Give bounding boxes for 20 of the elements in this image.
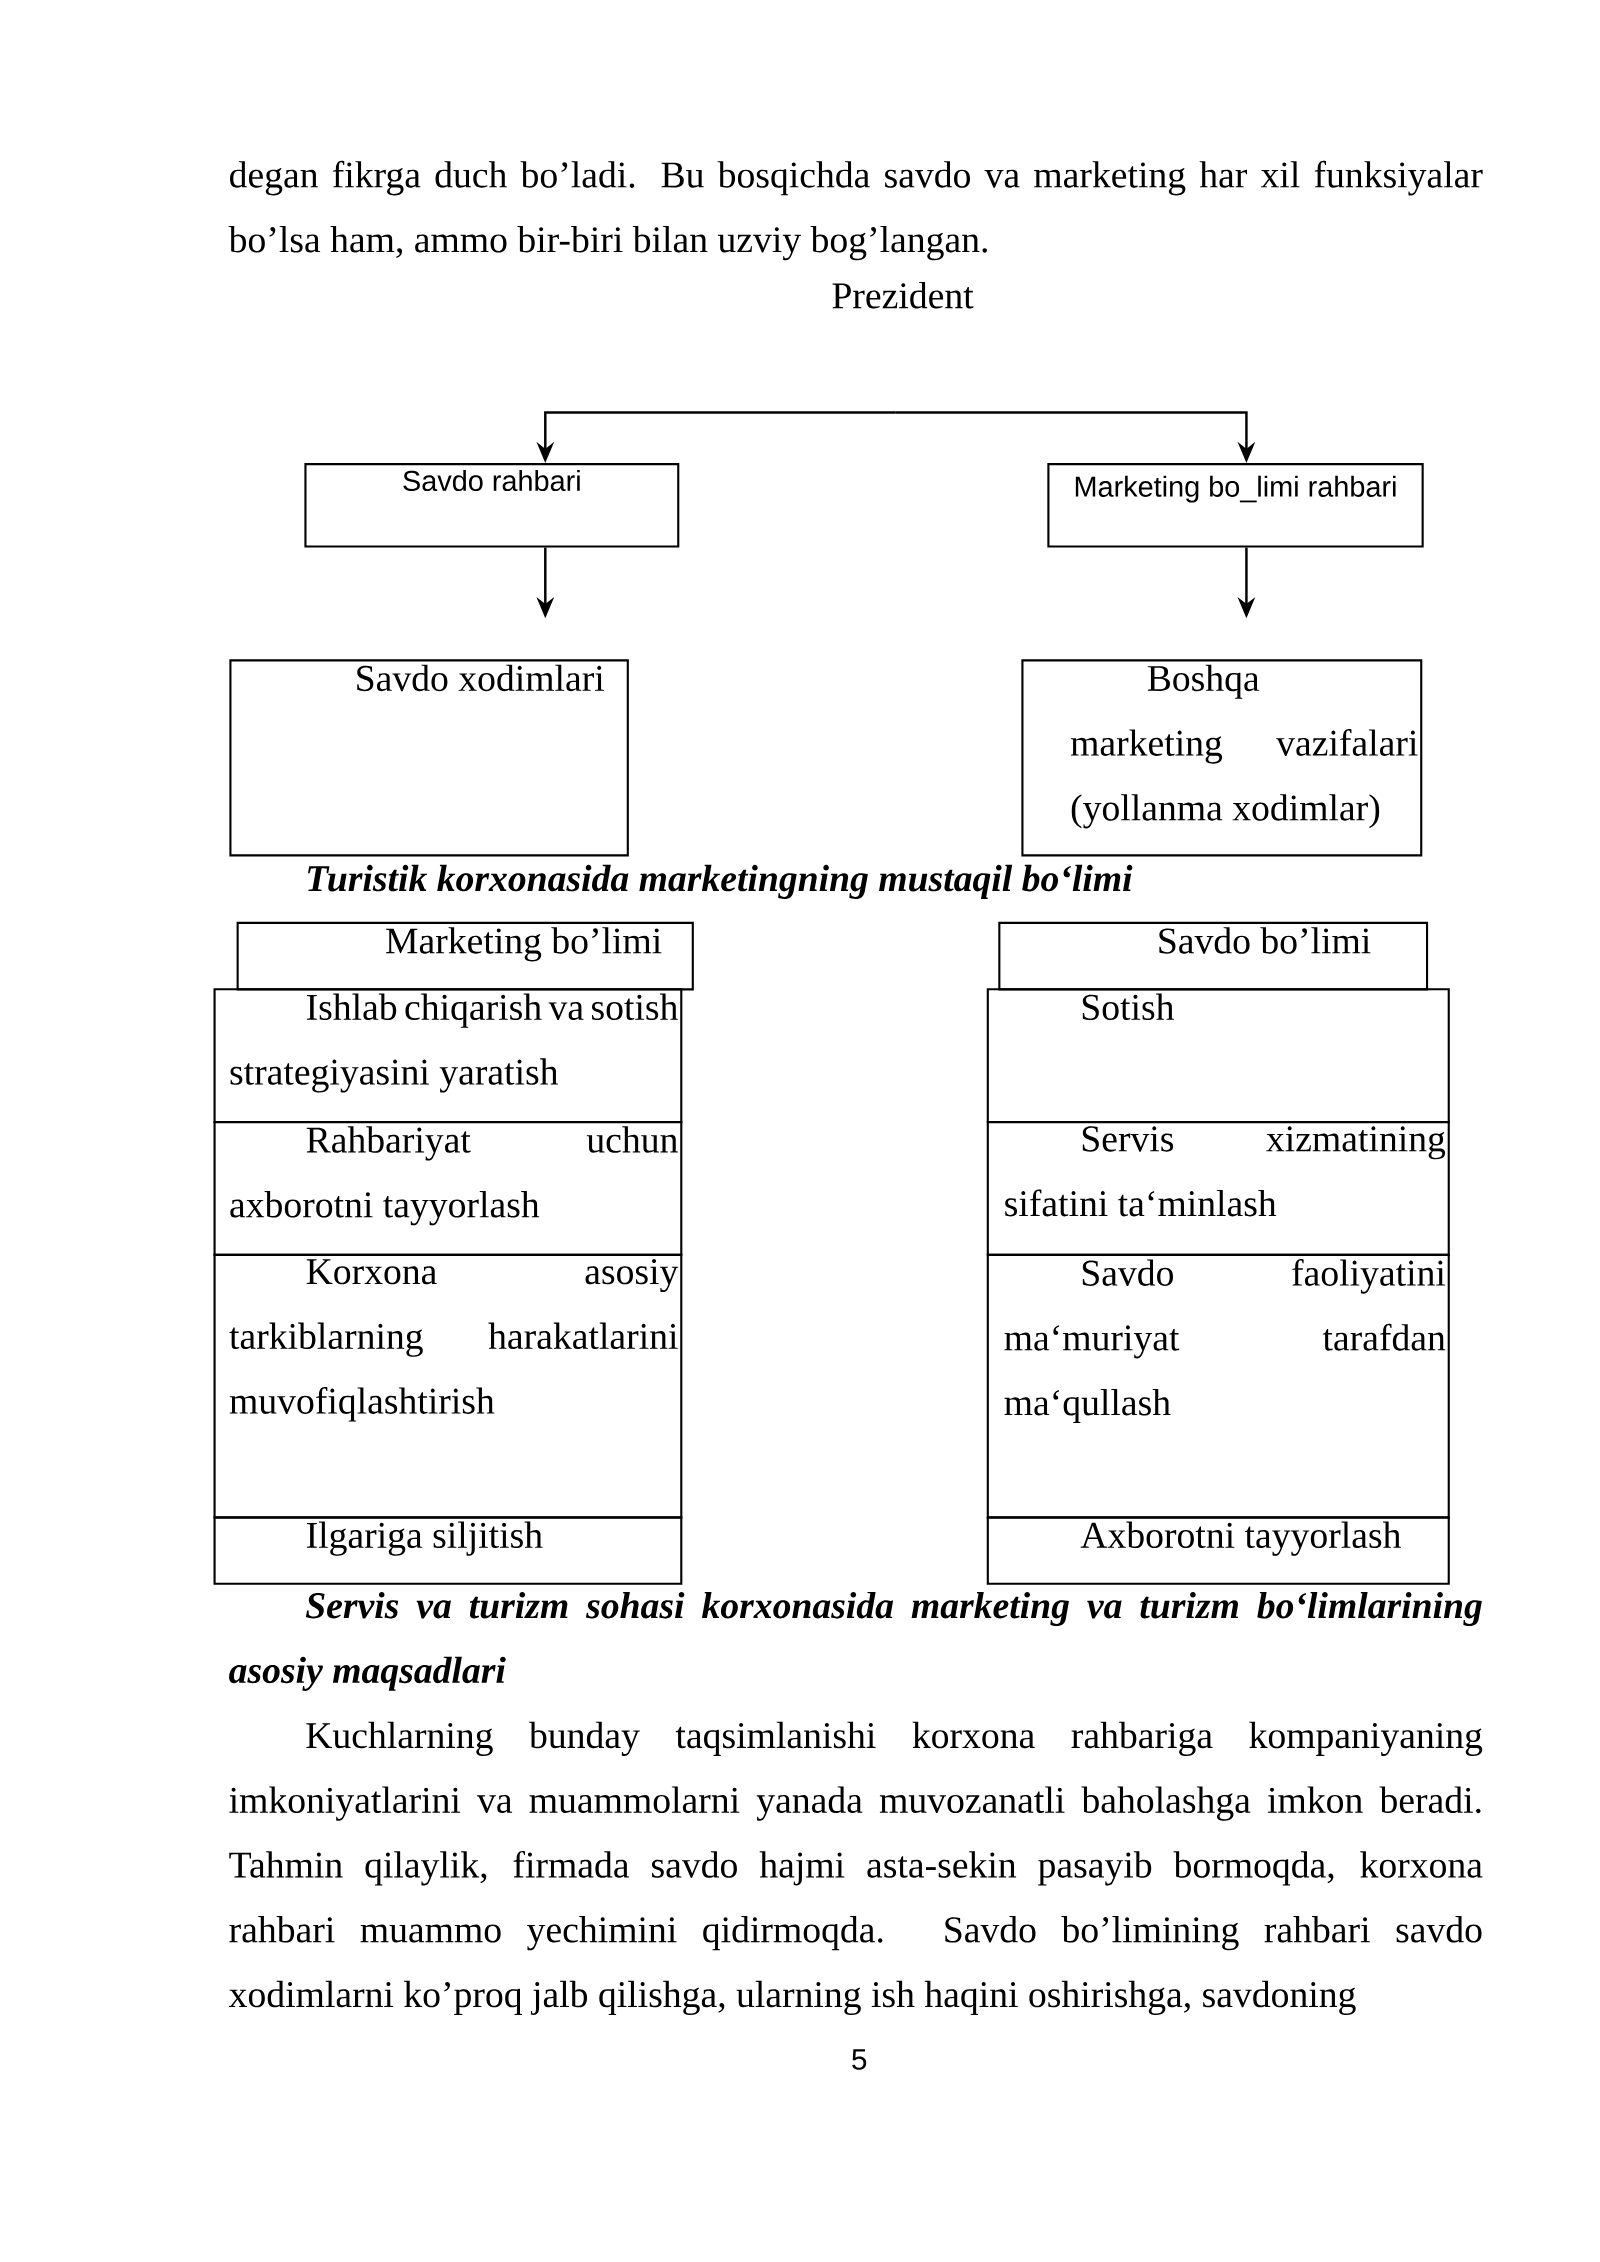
header-box: Marketing bo’limi [236,921,694,991]
page-number: 5 [852,2049,867,2070]
table-cell: Ilgariga siljitish [213,1516,683,1585]
table-cell: Servis xizmatining sifatini ta‘minlash [986,1120,1450,1256]
process-box: Boshqa marketing vazifalari (yollanma xodimlar) [1021,659,1423,857]
table-cell: Savdo faoliyatini ma‘muriyat tarafdan ma‘qullash [986,1253,1450,1519]
heading-text: Prezident [832,282,974,309]
table-cell: Korxona asosiy tarkiblarning harakatlarini muvofiqlashtirish [213,1253,683,1519]
figure-caption: Turistik korxonasida marketingning mustaqil bo‘limi [308,864,1133,899]
table-cell: Sotish [986,988,1450,1124]
figure-caption: Servis va turizm sohasi korxonasida marketing va turizm bo‘limlarining asosiy maqsadlari [229,1591,1482,1691]
table-cell: Ishlab chiqarish va sotish strategiyasini yaratish [213,988,683,1124]
process-box: Marketing bo_limi rahbari [1047,463,1424,548]
table-cell: Rahbariyat uchun axborotni tayyorlash [213,1120,683,1256]
process-box: Savdo rahbari [304,463,680,548]
header-box: Savdo bo’limi [998,921,1429,991]
body-text: Kuchlarning bunday taqsimlanishi korxona rahbariga kompaniyaning imkoniyatlarini va muammolarni yanada muvozanatli baholashga imkon beradi. Tahmin qilaylik, firmada savdo hajmi asta-sekin pasayib bormoqda, korxona rahbari muammo yechimini qidirmoqda. Savdo bo’limining rahbari savdo xodimlarni ko’proq jalb qilishga, ularning ish haqini oshirishga, savdoning [229,1721,1483,2016]
process-box: Savdo xodimlari [229,659,629,857]
table-cell: Axborotni tayyorlash [986,1516,1450,1585]
body-text: degan fikrga duch bo’ladi. Bu bosqichda savdo va marketing har xil funksiyalar bo’lsa ham, ammo bir-biri bilan uzviy bog’langan. [228,160,1483,261]
